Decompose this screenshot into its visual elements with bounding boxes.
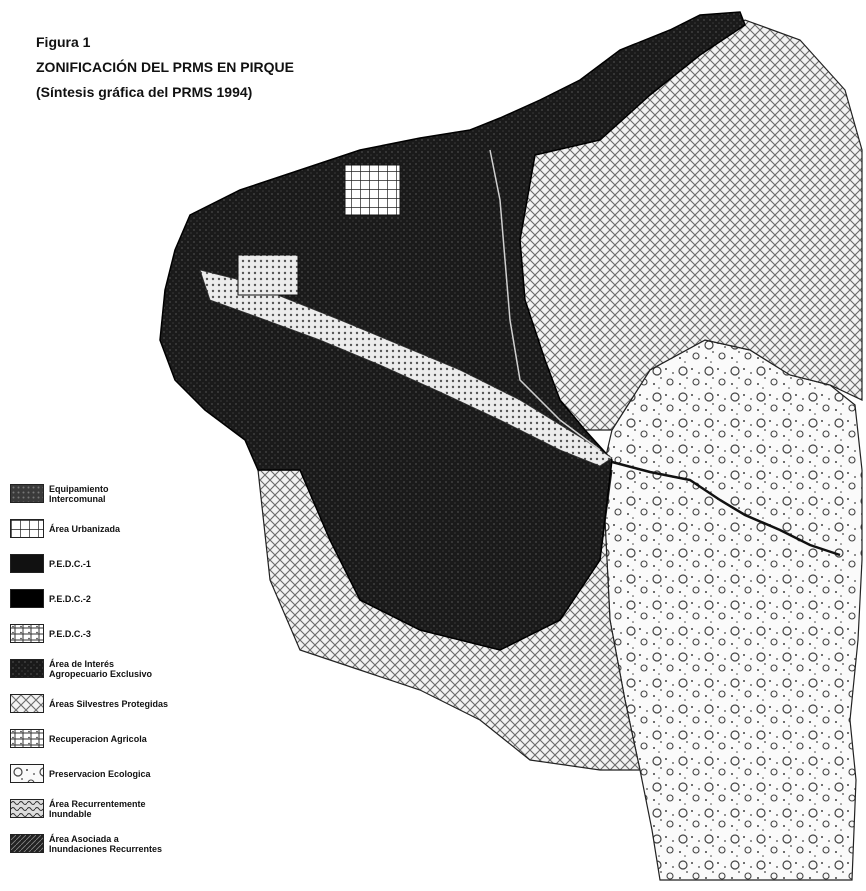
- legend-label: Área Urbanizada: [49, 523, 121, 534]
- legend-label: Preservacion Ecologica: [49, 768, 151, 779]
- legend-swatch-pedc1: [10, 554, 44, 573]
- zone-pedc-dark: [159, 11, 746, 651]
- figure-number: Figura 1: [36, 34, 91, 50]
- legend-swatch-inundable: [10, 799, 44, 818]
- legend-item-urbanizada: Área Urbanizada: [10, 513, 220, 544]
- river-band: [199, 269, 613, 467]
- legend-item-preservacion: Preservacion Ecologica: [10, 758, 220, 789]
- legend-label: P.E.D.C.-2: [49, 593, 91, 604]
- legend-label: Equipamiento Intercomunal: [49, 483, 109, 504]
- legend-swatch-pedc2: [10, 589, 44, 608]
- zone-preservacion-ecologica: [604, 339, 863, 881]
- legend-swatch-silvestres: [10, 694, 44, 713]
- figure-subtitle: (Síntesis gráfica del PRMS 1994): [36, 84, 253, 100]
- stream-line: [489, 149, 601, 451]
- legend-swatch-preservacion: [10, 764, 44, 783]
- zone-pedc3: [237, 254, 299, 296]
- legend-label: Área Recurrentemente Inundable: [49, 798, 146, 819]
- legend-item-pedc3: P.E.D.C.-3: [10, 618, 220, 649]
- legend-item-agropecuario: Área de Interés Agropecuario Exclusivo: [10, 653, 220, 684]
- legend-label: Recuperacion Agricola: [49, 733, 147, 744]
- legend-swatch-inundaciones: [10, 834, 44, 853]
- legend-label: Área Asociada a Inundaciones Recurrentes: [49, 833, 163, 854]
- legend-label: P.E.D.C.-1: [49, 558, 91, 569]
- legend-swatch-recuperacion: [10, 729, 44, 748]
- legend-item-pedc2: P.E.D.C.-2: [10, 583, 220, 614]
- legend-item-recuperacion: Recuperacion Agricola: [10, 723, 220, 754]
- legend-item-pedc1: P.E.D.C.-1: [10, 548, 220, 579]
- legend-item-inundable: Área Recurrentemente Inundable: [10, 793, 220, 824]
- legend-swatch-agropecuario: [10, 659, 44, 678]
- legend-item-silvestres: Áreas Silvestres Protegidas: [10, 688, 220, 719]
- zone-urbanizada: [344, 164, 401, 216]
- legend-label: P.E.D.C.-3: [49, 628, 91, 639]
- legend-label: Áreas Silvestres Protegidas: [49, 698, 169, 709]
- legend-label: Área de Interés Agropecuario Exclusivo: [49, 658, 153, 679]
- figure-title-block: Figura 1 ZONIFICACIÓN DEL PRMS EN PIRQUE…: [36, 30, 294, 105]
- figure-title: ZONIFICACIÓN DEL PRMS EN PIRQUE: [36, 59, 294, 75]
- legend-swatch-equipamiento: [10, 484, 44, 503]
- river-line: [611, 460, 841, 557]
- map-legend: Equipamiento Intercomunal Área Urbanizad…: [10, 478, 220, 863]
- legend-item-inundaciones: Área Asociada a Inundaciones Recurrentes: [10, 828, 220, 859]
- legend-swatch-urbanizada: [10, 519, 44, 538]
- legend-item-equipamiento: Equipamiento Intercomunal: [10, 478, 220, 509]
- legend-swatch-pedc3: [10, 624, 44, 643]
